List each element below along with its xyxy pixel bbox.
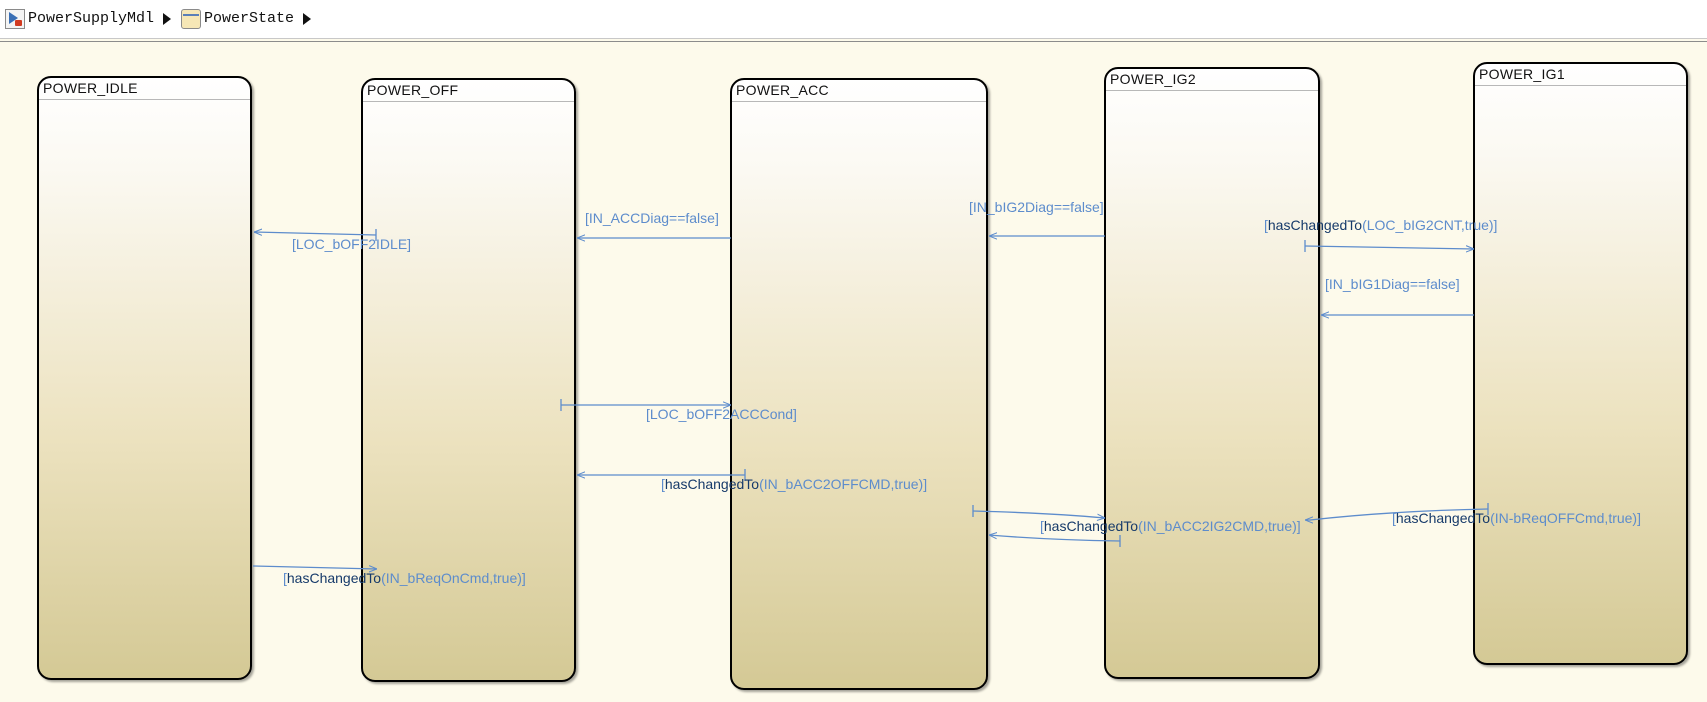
transition-label-off-to-idle[interactable]: [LOC_bOFF2IDLE]: [292, 236, 412, 252]
transition-label-ig1-to-ig2[interactable]: [IN_bIG1Diag==false]: [1325, 276, 1460, 292]
state-name: POWER_IDLE: [43, 80, 138, 96]
state-power-ig2[interactable]: POWER_IG2: [1104, 67, 1320, 679]
transition-label-idle-to-off[interactable]: [hasChangedTo(IN_bReqOnCmd,true)]: [283, 570, 526, 586]
state-name: POWER_IG1: [1479, 66, 1565, 82]
state-power-idle[interactable]: POWER_IDLE: [37, 76, 252, 680]
transition-off-to-acc[interactable]: [560, 399, 731, 411]
state-power-acc[interactable]: POWER_ACC: [730, 78, 988, 690]
transition-acc-to-off-cmd[interactable]: [577, 469, 746, 481]
state-power-ig1[interactable]: POWER_IG1: [1473, 62, 1688, 665]
transition-idle-to-off[interactable]: [252, 566, 377, 569]
simulink-model-icon: [5, 9, 25, 29]
transition-label-acc-to-ig2[interactable]: [hasChangedTo(IN_bACC2IG2CMD,true)]: [1040, 518, 1301, 534]
right-triangle-icon[interactable]: [163, 13, 172, 25]
transition-label-ig2-to-acc[interactable]: [IN_bIG2Diag==false]: [969, 199, 1104, 215]
breadcrumb-chart[interactable]: PowerState: [179, 0, 294, 38]
state-name: POWER_OFF: [367, 82, 459, 98]
transition-label-ig2-to-ig1[interactable]: [hasChangedTo(LOC_bIG2CNT,true)]: [1264, 217, 1498, 233]
transition-label-ig1-to-off[interactable]: [hasChangedTo(IN-bReqOFFCmd,true)]: [1392, 510, 1641, 526]
right-triangle-icon[interactable]: [303, 13, 312, 25]
breadcrumb: PowerSupplyMdl PowerState: [0, 0, 1707, 39]
canvas-top-border: [0, 41, 1707, 42]
stateflow-chart-icon: [181, 9, 202, 29]
transition-acc-to-ig2[interactable]: [972, 505, 1105, 518]
breadcrumb-model-label: PowerSupplyMdl: [28, 10, 155, 27]
transition-label-acc-to-off-cmd[interactable]: [hasChangedTo(IN_bACC2OFFCMD,true)]: [661, 476, 928, 492]
transition-label-acc-to-off[interactable]: [IN_ACCDiag==false]: [585, 210, 719, 226]
breadcrumb-model[interactable]: PowerSupplyMdl: [0, 0, 154, 38]
transition-ig2-to-ig1[interactable]: [1304, 240, 1474, 252]
transition-label-off-to-acc[interactable]: [LOC_bOFF2ACCCond]: [646, 406, 797, 422]
state-power-off[interactable]: POWER_OFF: [361, 78, 576, 682]
transition-ig2-to-acc-return[interactable]: [989, 535, 1121, 547]
state-name: POWER_IG2: [1110, 71, 1196, 87]
breadcrumb-chart-label: PowerState: [204, 10, 295, 27]
state-name: POWER_ACC: [736, 82, 829, 98]
transition-ig1-to-ig2-cmd[interactable]: [1305, 503, 1489, 520]
transition-off-to-idle[interactable]: [254, 229, 377, 241]
